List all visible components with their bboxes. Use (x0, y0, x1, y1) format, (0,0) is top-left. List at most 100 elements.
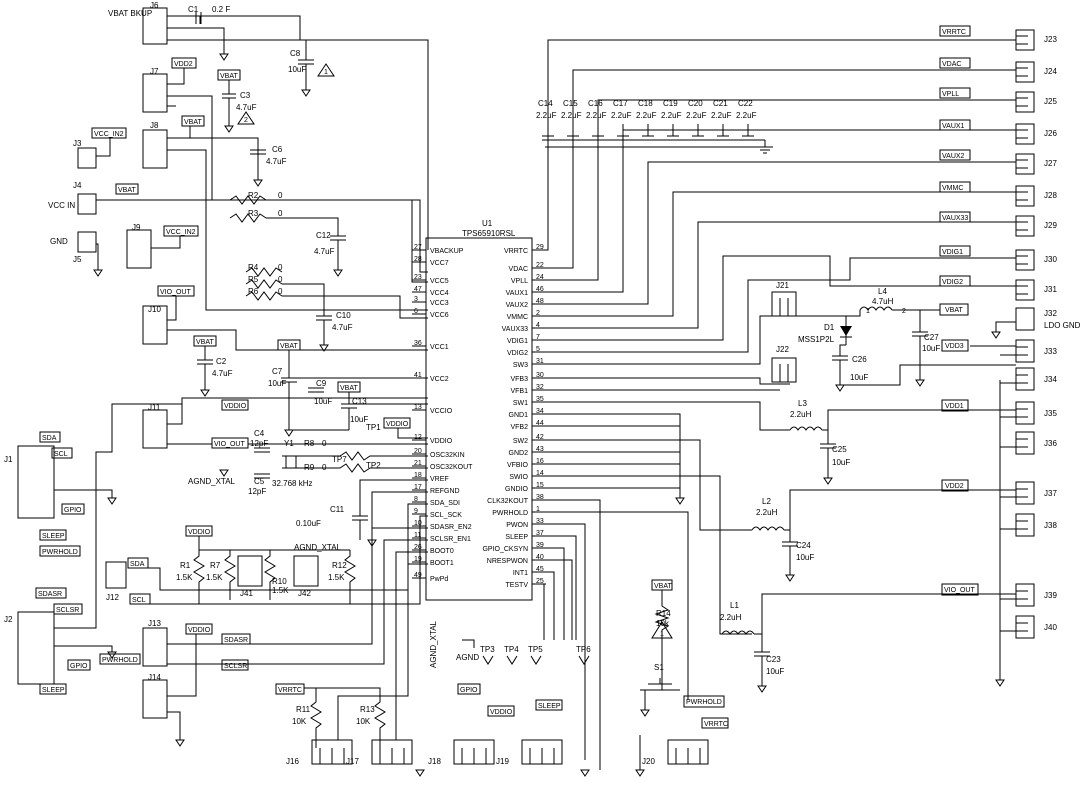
connector-j28-label: J28 (1044, 191, 1057, 200)
cap-c19-value: 2.2uF (661, 111, 682, 120)
connector-j33 (1015, 339, 1035, 363)
c7-label: C7 (272, 367, 283, 376)
resistor-r12 (344, 550, 356, 604)
u1-pin-23-number: 23 (414, 274, 422, 281)
sw2-buck-section: L2 2.2uH C24 10uF VDD2 (532, 425, 1016, 575)
r4-label: R4 (248, 263, 259, 272)
c11-label: C11 (330, 505, 345, 514)
u1-pin-46-name: VAUX1 (506, 290, 529, 297)
u1-pin-40-number: 40 (536, 554, 544, 561)
inductor-l2 (751, 526, 785, 531)
cap-c18-value: 2.2uF (636, 111, 657, 120)
connector-j5 (77, 231, 97, 253)
c12-value: 4.7uF (314, 247, 335, 256)
c2-label: C2 (216, 357, 227, 366)
r12-value: 1.5K (328, 573, 345, 582)
net-pwrhold-j2-text: PWRHOLD (102, 657, 138, 664)
net-vddio-j11 (221, 399, 249, 411)
vbat-bkup-label: VBAT BKUP (108, 9, 152, 18)
net-sleep-j1-text: SLEEP (42, 533, 65, 540)
u1-pin-20-number: 20 (414, 448, 422, 455)
u1-pin-8-number: 8 (414, 496, 418, 503)
cap-c19-label: C19 (663, 99, 678, 108)
u1-pin-37-number: 37 (536, 530, 544, 537)
note-triangle-text: 1 (660, 631, 664, 638)
connector-j36 (1015, 431, 1035, 455)
y1-label: Y1 (284, 439, 294, 448)
u1-pin-30-number: 30 (536, 372, 544, 379)
connector-j39 (1015, 583, 1035, 607)
u1-pin-47-name: VCC4 (430, 290, 449, 297)
net-gpio-bottom (457, 683, 481, 695)
ground-arrow-10 (107, 651, 117, 659)
resistor-r6 (245, 291, 283, 301)
net-vaux1-text: VAUX1 (942, 123, 965, 130)
u1-pin-18-name: VREF (430, 476, 449, 483)
u1-pin-15-number: 15 (536, 482, 544, 489)
connector-j27 (1015, 153, 1035, 175)
r3-label: R3 (248, 209, 259, 218)
u1-pin-29-number: 29 (536, 244, 544, 251)
u1-pin-16-number: 16 (536, 458, 544, 465)
c6-label: C6 (272, 145, 283, 154)
j42-label: J42 (298, 589, 311, 598)
u1-pin-37-name: SLEEP (505, 534, 528, 541)
cap-c15-value: 2.2uF (561, 111, 582, 120)
ground-arrow-18 (835, 384, 845, 392)
right-connectors: J23VRRTCJ24VDACJ25VPLLJ26VAUX1J27VAUX2J2… (939, 25, 1057, 301)
j41-label: J41 (240, 589, 253, 598)
d1-part: MSS1P2L (798, 335, 835, 344)
j21-label: J21 (776, 281, 789, 290)
tp7-label: TP7 (332, 455, 347, 464)
cap-c15-label: C15 (563, 99, 578, 108)
agnd-xtal-label-2: AGND_XTAL (294, 543, 342, 552)
r2-value: 0 (278, 191, 283, 200)
j9-label: J9 (132, 223, 141, 232)
u1-pin-4-name: VAUX33 (502, 326, 528, 333)
r1-value: 1.5K (176, 573, 193, 582)
net-vdd1 (941, 399, 969, 412)
cap-c22-label: C22 (738, 99, 753, 108)
net-scl-j12-text: SCL (132, 597, 146, 604)
y1-value: 32.768 kHz (272, 479, 312, 488)
test-point-tp6-label: TP6 (576, 645, 591, 654)
u1-pin-14-number: 14 (536, 470, 544, 477)
u1-pin-13-number: 13 (414, 404, 422, 411)
connector-j31-label: J31 (1044, 285, 1057, 294)
agnd-xtal-label: AGND_XTAL (188, 477, 236, 486)
cap-c16-value: 2.2uF (586, 111, 607, 120)
c5-value: 12pF (248, 487, 266, 496)
u1-pin-8-name: SDA_SDI (430, 500, 460, 507)
r13-label: R13 (360, 705, 375, 714)
ground-arrow-17 (915, 379, 925, 387)
c1-label: C1 (188, 5, 199, 14)
inductor-l4 (859, 306, 893, 311)
connector-j22 (771, 357, 797, 383)
ground-arrow-1 (301, 89, 311, 97)
connector-j29-label: J29 (1044, 221, 1057, 230)
u1-pin-7-number: 7 (536, 334, 540, 341)
vcc-in-label: VCC IN (48, 201, 75, 210)
control-wiring (532, 499, 689, 770)
net-pwrhold-j2 (99, 653, 141, 665)
c10-value: 4.7uF (332, 323, 353, 332)
connector-j36-label: J36 (1044, 439, 1057, 448)
test-point-tp4 (506, 655, 518, 665)
l4-pin2: 2 (902, 308, 906, 315)
cap-c16-label: C16 (588, 99, 603, 108)
u1-pin-43-name: GND2 (509, 450, 529, 457)
net-vpll-flag (939, 87, 971, 99)
c6-value: 4.7uF (266, 157, 287, 166)
net-vdig2-text: VDIG2 (942, 279, 963, 286)
resistor-r3 (229, 213, 267, 223)
c24-value: 10uF (796, 553, 814, 562)
c8-label: C8 (290, 49, 301, 58)
connector-j34-label: J34 (1044, 375, 1057, 384)
r2-label: R2 (248, 191, 259, 200)
l3-value: 2.2uH (790, 410, 812, 419)
net-vio-out-right-text: VIO_OUT (944, 587, 975, 594)
net-vddio-pin12 (383, 417, 411, 429)
ground-arrow-14 (785, 574, 795, 582)
u1-pin-25-name: TESTV (505, 582, 528, 589)
